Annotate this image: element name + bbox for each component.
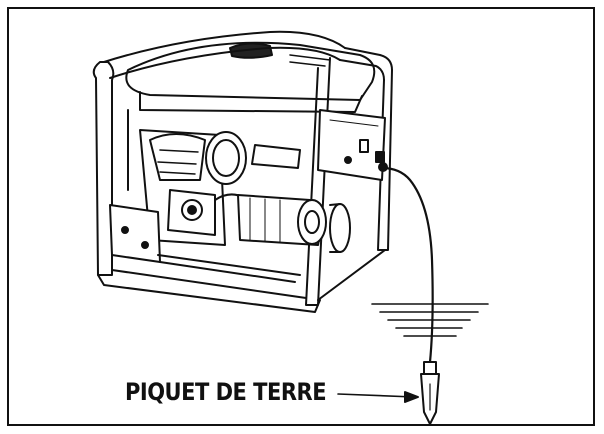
fuel-tank (125, 41, 376, 113)
control-panel (317, 109, 386, 181)
ground-wire (380, 166, 434, 364)
ground-surface-icon (371, 303, 489, 337)
ground-rod-label: PIQUET DE TERRE (125, 378, 327, 406)
alternator (237, 194, 351, 253)
engine (139, 129, 301, 246)
ground-terminal (378, 162, 388, 172)
mounting-plate (109, 204, 301, 283)
ground-rod-icon (420, 361, 440, 425)
label-leader-arrow (337, 391, 419, 403)
